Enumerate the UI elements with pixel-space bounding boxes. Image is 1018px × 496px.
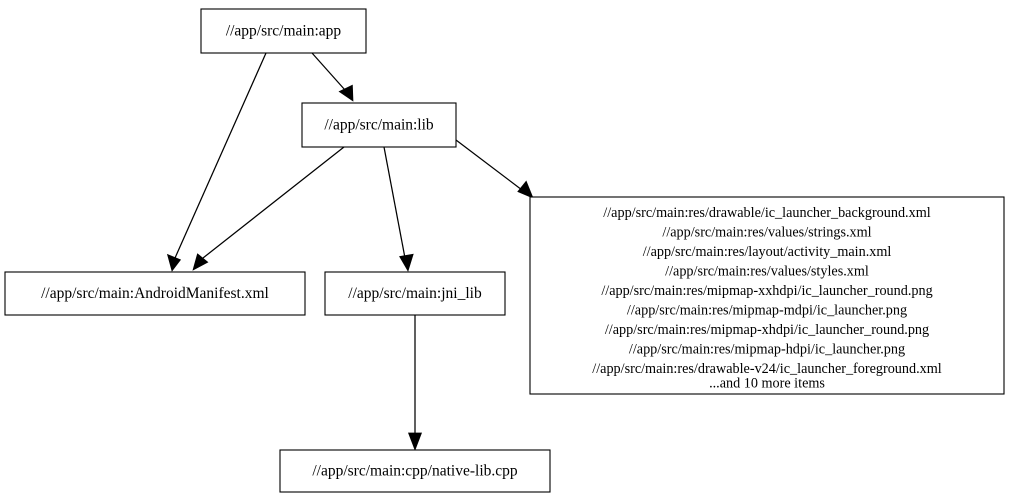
arrowhead-icon: [338, 84, 354, 102]
node-jni-lib[interactable]: //app/src/main:jni_lib: [324, 271, 506, 316]
resource-line: //app/src/main:res/layout/activity_main.…: [643, 244, 892, 260]
edge-lib-to-jni_lib: [383, 146, 414, 272]
resource-line: //app/src/main:res/drawable-v24/ic_launc…: [592, 361, 942, 377]
nodes-layer: //app/src/main:app //app/src/main:lib //…: [4, 8, 1005, 493]
resource-line: //app/src/main:res/values/strings.xml: [662, 225, 871, 241]
node-box[interactable]: [324, 271, 506, 316]
edge-line: [383, 146, 406, 259]
resource-line: //app/src/main:res/mipmap-hdpi/ic_launch…: [629, 342, 905, 358]
node-label: //app/src/main:cpp/native-lib.cpp: [312, 463, 518, 480]
resource-line: //app/src/main:res/mipmap-xxhdpi/ic_laun…: [601, 283, 932, 299]
resource-line: //app/src/main:res/mipmap-xhdpi/ic_launc…: [605, 322, 929, 338]
edge-lib-to-manifest: [192, 146, 345, 271]
resource-line: //app/src/main:res/drawable/ic_launcher_…: [603, 205, 930, 221]
node-box[interactable]: [301, 102, 457, 148]
node-label: //app/src/main:AndroidManifest.xml: [41, 285, 269, 302]
arrowhead-icon: [166, 253, 182, 272]
node-box[interactable]: [200, 8, 367, 54]
edge-lib-to-resources: [455, 139, 534, 199]
edges-layer: [166, 52, 534, 451]
arrowhead-icon: [399, 253, 414, 272]
node-app[interactable]: //app/src/main:app: [200, 8, 367, 54]
arrowhead-icon: [407, 432, 423, 451]
node-label: //app/src/main:jni_lib: [348, 285, 482, 302]
resource-line: //app/src/main:res/values/styles.xml: [665, 264, 869, 280]
arrowhead-icon: [192, 253, 209, 271]
node-box[interactable]: [279, 449, 551, 493]
node-androidmanifest[interactable]: //app/src/main:AndroidManifest.xml: [4, 271, 306, 316]
edge-app-to-manifest: [166, 52, 267, 272]
edge-line: [311, 52, 346, 91]
edge-app-to-lib: [311, 52, 354, 102]
node-box[interactable]: [4, 271, 306, 316]
resource-overflow-label: ...and 10 more items: [709, 376, 825, 392]
node-native-lib-cpp[interactable]: //app/src/main:cpp/native-lib.cpp: [279, 449, 551, 493]
node-box[interactable]: [529, 196, 1005, 395]
node-lib[interactable]: //app/src/main:lib: [301, 102, 457, 148]
arrowhead-icon: [517, 180, 534, 199]
edge-line: [174, 52, 267, 259]
node-label: //app/src/main:app: [226, 23, 342, 40]
node-resources[interactable]: //app/src/main:res/drawable/ic_launcher_…: [529, 196, 1005, 395]
resource-line: //app/src/main:res/mipmap-mdpi/ic_launch…: [627, 303, 907, 319]
edge-jni_lib-to-native_lib: [407, 315, 423, 451]
node-label: //app/src/main:lib: [324, 117, 434, 134]
edge-line: [202, 146, 345, 259]
edge-line: [455, 139, 523, 191]
